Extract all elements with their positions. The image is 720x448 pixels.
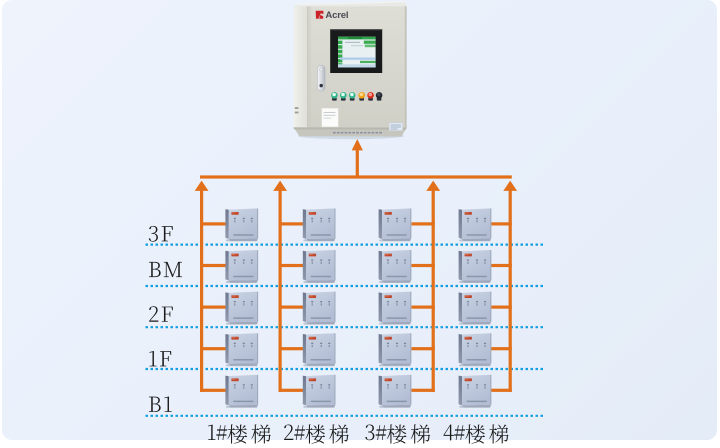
svg-text:Acrel: Acrel [325, 10, 348, 21]
